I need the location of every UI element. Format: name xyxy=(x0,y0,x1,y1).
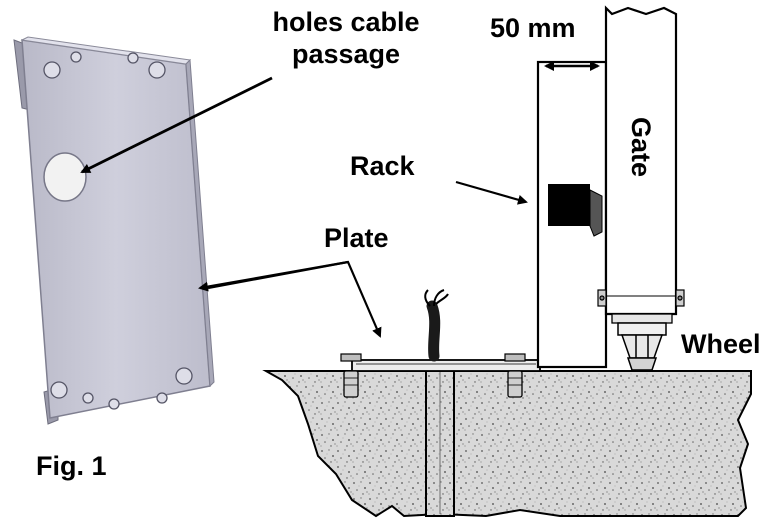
holes-label-line-1: holes cable xyxy=(272,7,420,37)
figure-caption: Fig. 1 xyxy=(36,451,107,481)
wheel-label: Wheel xyxy=(681,329,761,359)
gate-bracket xyxy=(597,289,685,307)
plate-leader-line xyxy=(207,260,382,338)
wheel-assembly xyxy=(617,322,667,371)
plate-leader-arrow-left xyxy=(198,260,349,292)
mounting-plate-illustration xyxy=(13,36,215,425)
rack-block xyxy=(548,184,590,226)
power-cable xyxy=(424,289,449,362)
rack-column xyxy=(536,60,608,369)
anchor-bolt-left xyxy=(340,353,362,398)
rack-label: Rack xyxy=(350,151,415,181)
holes-label-line-2: passage xyxy=(291,39,401,69)
concrete-foundation xyxy=(262,370,752,518)
holes-cable-passage-label: holes cable passage xyxy=(246,6,446,70)
gate-label: Gate xyxy=(626,116,656,178)
rack-leader-arrow xyxy=(455,180,528,205)
cable-passage-hole xyxy=(43,152,87,202)
anchor-bolt-right xyxy=(504,353,526,398)
gap-dimension-label: 50 mm xyxy=(490,13,576,43)
base-plate xyxy=(340,353,541,398)
holes-leader-arrow xyxy=(80,76,273,174)
gate-leaf xyxy=(597,5,685,371)
plate-label: Plate xyxy=(324,223,389,253)
